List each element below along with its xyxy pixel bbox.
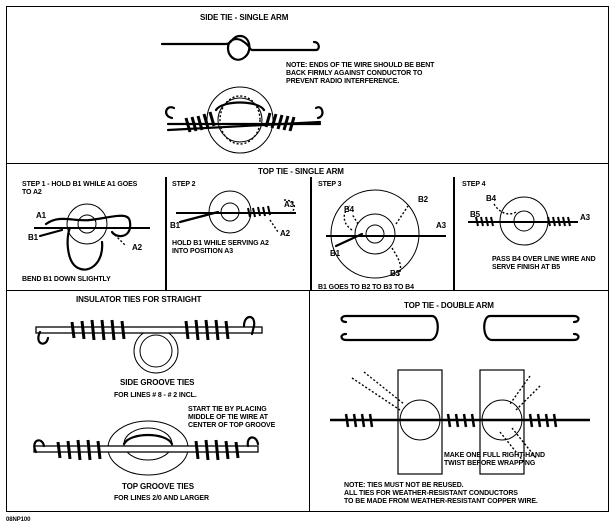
twist-note: MAKE ONE FULL RIGHT-HAND TWIST BEFORE WR… [444, 452, 545, 467]
figure-id: 08NP100 [6, 517, 31, 523]
step2-caption: STEP 2 [172, 181, 196, 188]
side-tie-note: NOTE: ENDS OF TIE WIRE SHOULD BE BENT BA… [286, 62, 435, 85]
double-arm-note: NOTE: TIES MUST NOT BE REUSED. ALL TIES … [344, 482, 538, 505]
step3-label-b1: B1 [330, 249, 341, 258]
step1-bottom: BEND B1 DOWN SLIGHTLY [22, 276, 111, 283]
step3-drawing [326, 189, 446, 279]
step3-caption: STEP 3 [318, 181, 342, 188]
step3-bottom: B1 GOES TO B2 TO B3 TO B4 [318, 284, 414, 291]
top-tie-double-title: TOP TIE - DOUBLE ARM [404, 301, 494, 310]
top-groove-label: TOP GROOVE TIES [122, 482, 195, 491]
step4-bottom: PASS B4 OVER LINE WIRE AND SERVE FINISH … [492, 256, 596, 271]
start-tie-note: START TIE BY PLACING MIDDLE OF TIE WIRE … [188, 406, 276, 429]
step4-caption: STEP 4 [462, 181, 486, 188]
step3-label-b4: B4 [344, 205, 355, 214]
side-groove-label: SIDE GROOVE TIES [120, 378, 195, 387]
side-tie-wire-top [160, 34, 320, 61]
top-groove-lines: FOR LINES 2/0 AND LARGER [114, 495, 209, 502]
insulator-ties-title: INSULATOR TIES FOR STRAIGHT [76, 295, 202, 304]
side-tie-title: SIDE TIE - SINGLE ARM [200, 13, 289, 22]
step-divider-1 [165, 177, 167, 291]
step4-label-a3: A3 [580, 213, 591, 222]
top-tie-double-panel [309, 290, 609, 512]
step2-label-a2: A2 [280, 229, 291, 238]
top-tie-single-title: TOP TIE - SINGLE ARM [258, 167, 344, 176]
step3-label-a3: A3 [436, 221, 447, 230]
step-divider-3 [453, 177, 455, 291]
side-groove-lines: FOR LINES # 8 - # 2 INCL. [114, 392, 197, 399]
step-divider-2 [310, 177, 312, 291]
side-tie-insulator [165, 86, 324, 154]
step2-bottom: HOLD B1 WHILE SERVING A2 INTO POSITION A… [172, 240, 269, 255]
top-groove-drawing [33, 420, 260, 476]
step1-label-b1: B1 [28, 233, 39, 242]
side-groove-drawing [35, 315, 263, 374]
step1-caption: STEP 1 - HOLD B1 WHILE A1 GOES TO A2 [22, 181, 138, 196]
step1-drawing [34, 203, 150, 271]
step1-label-a2: A2 [132, 243, 143, 252]
step1-label-a1: A1 [36, 211, 47, 220]
step4-label-b4: B4 [486, 194, 497, 203]
step4-label-b5: B5 [470, 210, 481, 219]
double-arm-drawing [330, 314, 590, 475]
step3-label-b3: B3 [390, 269, 401, 278]
step2-drawing [176, 190, 296, 234]
step2-label-b1: B1 [170, 221, 181, 230]
step2-label-a3: A3 [284, 200, 295, 209]
step3-label-b2: B2 [418, 195, 429, 204]
step4-drawing [468, 196, 578, 246]
